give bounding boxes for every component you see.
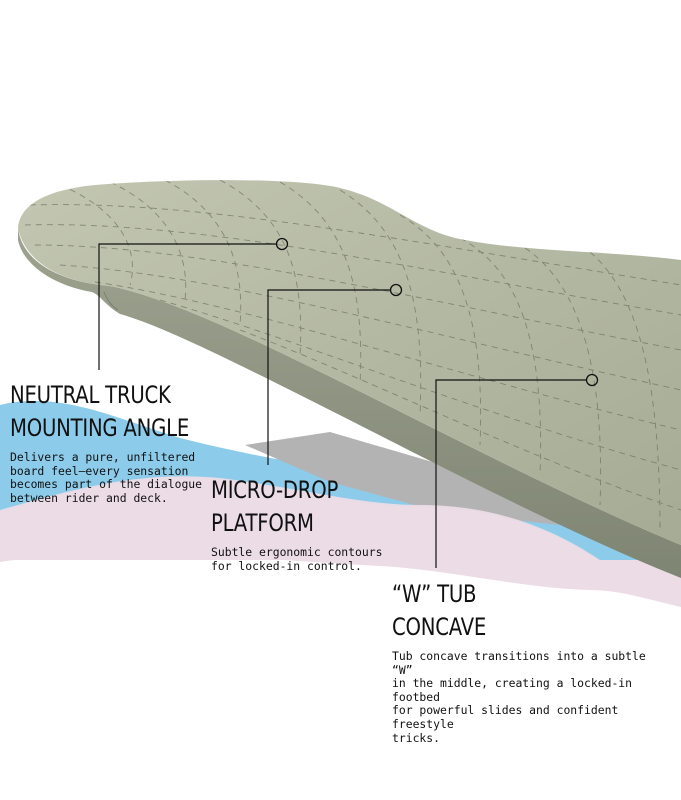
feature-description: Tub concave transitions into a subtle “W… xyxy=(392,649,646,745)
feature-title: Neutral Truck Mounting Angle xyxy=(10,381,190,442)
callout-marker-neutral-truck xyxy=(275,237,289,251)
callout-marker-micro-drop xyxy=(389,283,403,297)
callout-marker-w-tub xyxy=(585,373,599,387)
callout-line-neutral-truck xyxy=(98,243,276,370)
deck-edge xyxy=(18,228,681,578)
board-shadow-shape xyxy=(245,432,560,525)
callout-line-w-tub xyxy=(435,379,587,568)
feature-w-tub-concave: “W” Tub Concave Tub concave transitions … xyxy=(392,578,672,745)
feature-neutral-truck: Neutral Truck Mounting Angle Delivers a … xyxy=(10,379,220,505)
feature-micro-drop: Micro-Drop Platform Subtle ergonomic con… xyxy=(211,474,411,573)
feature-title: Micro-Drop Platform xyxy=(211,476,339,537)
feature-description: Subtle ergonomic contours for locked-in … xyxy=(211,545,383,573)
feature-title: “W” Tub Concave xyxy=(392,580,487,641)
feature-description: Delivers a pure, unfiltered board feel—e… xyxy=(10,450,203,505)
callout-line-micro-drop xyxy=(267,289,391,465)
blue-wave-shape xyxy=(0,400,681,640)
